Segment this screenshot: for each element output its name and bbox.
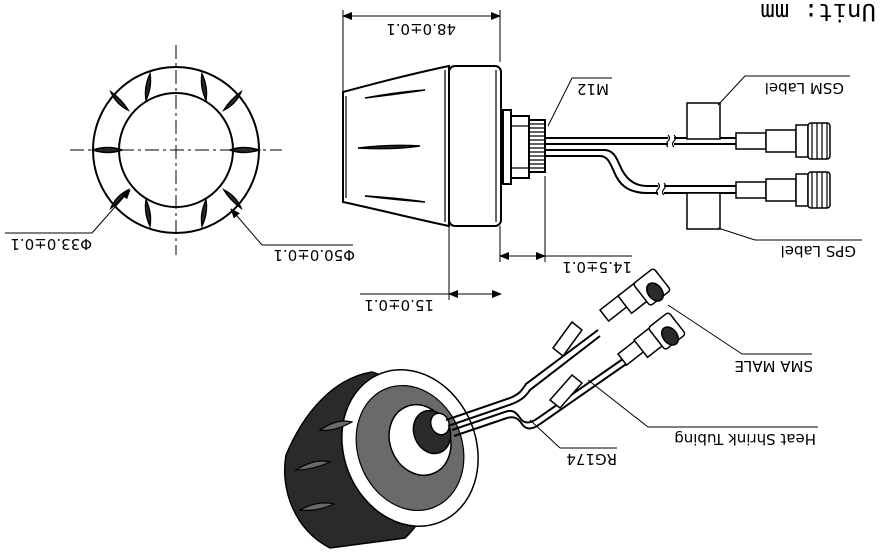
dim-15-0-label: 15.0±0.1 bbox=[364, 296, 434, 314]
front-view: Φ33.0±0.1 Φ50.0±0.1 bbox=[5, 45, 355, 264]
m12-label: M12 bbox=[577, 80, 609, 98]
unit-label: Unit: mm bbox=[760, 0, 876, 26]
width-dim-label: 48.0±0.1 bbox=[386, 20, 456, 38]
sma-connector-bottom bbox=[735, 171, 831, 209]
side-view: 48.0±0.1 M12 bbox=[342, 10, 862, 314]
iso-sma-top bbox=[598, 268, 671, 323]
gsm-label-box bbox=[686, 102, 721, 140]
gsm-label-text: GSM Label bbox=[765, 79, 844, 97]
housing-cap bbox=[448, 65, 502, 227]
heat-shrink-label: Heat Shrink Tubing bbox=[674, 430, 816, 448]
sma-connector-top bbox=[735, 122, 831, 160]
rg174-label: RG174 bbox=[566, 450, 617, 468]
iso-view: SMA MALE Heat Shrink Tubing RG174 bbox=[284, 268, 818, 549]
dim-14-5-label: 14.5±0.1 bbox=[562, 258, 632, 276]
grip-notches bbox=[90, 71, 262, 229]
m12-thread bbox=[502, 109, 546, 185]
iso-sma-bottom bbox=[616, 312, 686, 367]
dia-outer-label: Φ50.0±0.1 bbox=[273, 246, 355, 264]
sma-male-label: SMA MALE bbox=[734, 357, 813, 375]
gps-label-box bbox=[686, 192, 721, 230]
gps-label-text: GPS Label bbox=[781, 242, 856, 260]
dia-inner-label: Φ33.0±0.1 bbox=[10, 235, 92, 253]
